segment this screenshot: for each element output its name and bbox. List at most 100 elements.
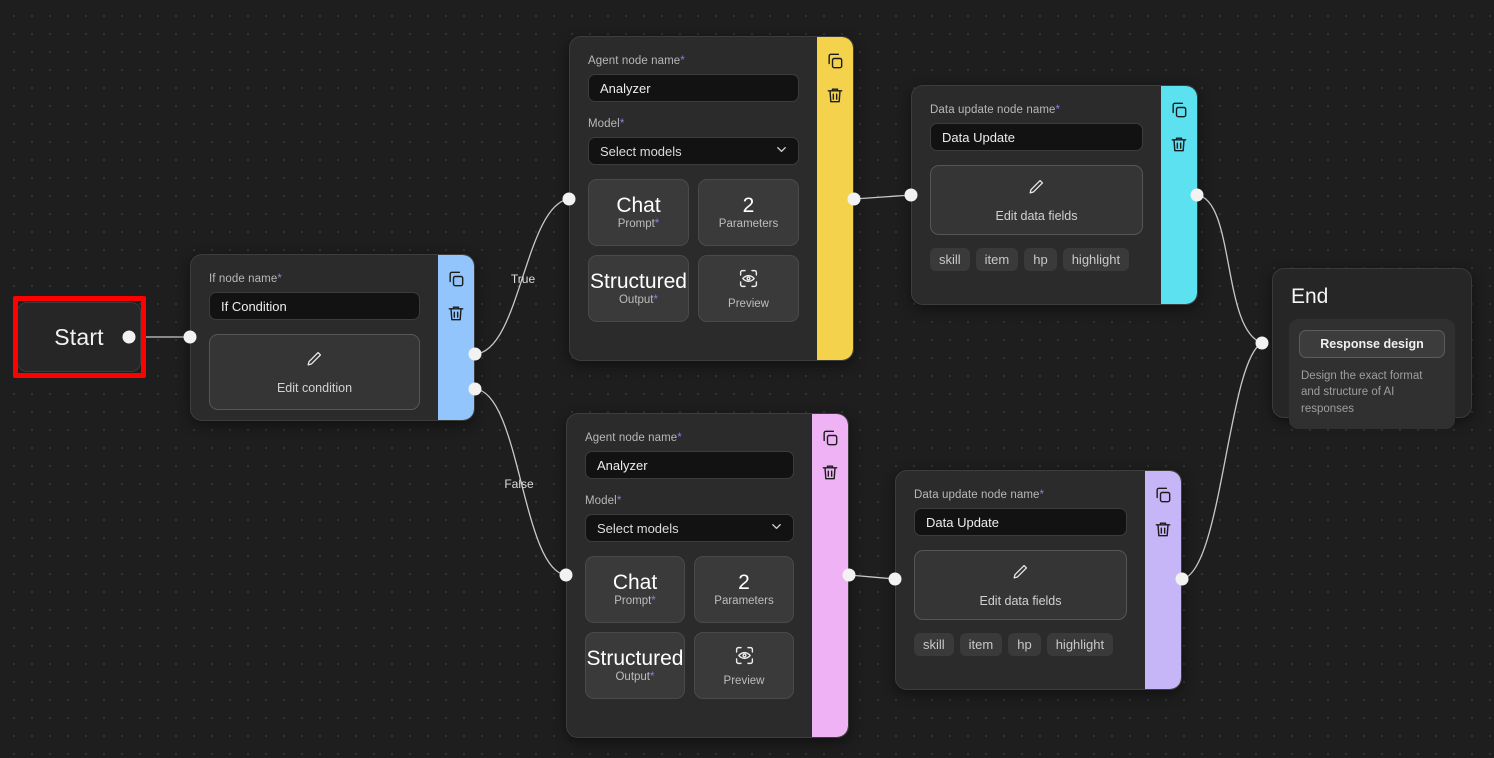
required-asterisk: * (616, 495, 622, 507)
trash-icon[interactable] (1153, 519, 1173, 539)
agent-node-bottom-toolbar (812, 414, 848, 737)
end-node-description: Design the exact format and structure of… (1301, 370, 1423, 415)
trash-icon[interactable] (1169, 134, 1189, 154)
chip-item[interactable]: skill (930, 248, 970, 271)
edge-label-true: True (510, 272, 536, 286)
required-asterisk: * (619, 118, 625, 130)
if-node-input-port[interactable] (183, 330, 197, 344)
agent-node-bottom-model-label: Model* (585, 495, 622, 507)
spacer (585, 479, 794, 495)
eye-scan-icon (738, 268, 759, 294)
agent-node-top-tiles: Chat Prompt* 2 Parameters Structured Out… (588, 179, 799, 322)
chip-item[interactable]: item (975, 248, 1019, 271)
agent-node-bottom-body: Agent node name* Analyzer Model* Select … (567, 414, 812, 737)
if-node-edit-condition-label: Edit condition (276, 381, 353, 395)
required-asterisk: * (1039, 489, 1045, 501)
required-asterisk: * (277, 273, 282, 285)
data-update-node-bottom-edit-label: Edit data fields (979, 594, 1062, 608)
agent-node-top-name-label: Agent node name* (588, 55, 685, 67)
chip-item[interactable]: hp (1024, 248, 1057, 271)
data-update-node-top-name-input[interactable]: Data Update (930, 123, 1143, 151)
data-update-node-top-input-port[interactable] (904, 188, 918, 202)
data-update-node-top[interactable]: Data update node name* Data Update Edit … (911, 85, 1198, 305)
copy-icon[interactable] (446, 269, 466, 289)
data-update-node-top-output-port[interactable] (1190, 188, 1204, 202)
end-node[interactable]: End Response design Design the exact for… (1272, 268, 1472, 429)
agent-node-top[interactable]: Agent node name* Analyzer Model* Select … (569, 36, 854, 361)
data-update-node-top-edit-button[interactable]: Edit data fields (930, 165, 1143, 235)
if-node-false-output-port[interactable] (468, 382, 482, 396)
if-node-name-input[interactable]: If Condition (209, 292, 420, 320)
agent-node-bottom-name-input[interactable]: Analyzer (585, 451, 794, 479)
agent-node-top-tile-parameters[interactable]: 2 Parameters (698, 179, 799, 246)
data-update-node-top-edit-label: Edit data fields (995, 209, 1078, 223)
trash-icon[interactable] (820, 462, 840, 482)
data-update-node-top-body: Data update node name* Data Update Edit … (912, 86, 1161, 304)
if-node-edit-condition-button[interactable]: Edit condition (209, 334, 420, 410)
required-asterisk: * (680, 55, 685, 67)
agent-node-top-toolbar (817, 37, 853, 360)
eye-scan-icon (734, 645, 755, 671)
pencil-icon (1011, 562, 1030, 586)
data-update-node-bottom-edit-button[interactable]: Edit data fields (914, 550, 1127, 620)
data-update-node-bottom-chips: skill item hp highlight (914, 633, 1127, 656)
agent-node-bottom-tile-prompt[interactable]: Chat Prompt* (585, 556, 685, 623)
chevron-down-icon (769, 519, 784, 537)
agent-node-top-tile-output[interactable]: Structured Output* (588, 255, 689, 322)
agent-node-bottom-input-port[interactable] (559, 568, 573, 582)
if-node-true-output-port[interactable] (468, 347, 482, 361)
data-update-node-bottom-input-port[interactable] (888, 572, 902, 586)
data-update-node-bottom-toolbar (1145, 471, 1181, 689)
chip-item[interactable]: highlight (1046, 633, 1114, 656)
data-update-node-bottom-name-input[interactable]: Data Update (914, 508, 1127, 536)
if-node-name-label: If node name* (209, 273, 282, 285)
agent-node-top-name-input[interactable]: Analyzer (588, 74, 799, 102)
pencil-icon (305, 349, 324, 373)
chevron-down-icon (774, 142, 789, 160)
agent-node-bottom-model-select[interactable]: Select models (585, 514, 794, 542)
agent-node-top-output-port[interactable] (847, 192, 861, 206)
response-design-button[interactable]: Response design (1299, 330, 1445, 358)
agent-node-top-model-label: Model* (588, 118, 625, 130)
if-node[interactable]: If node name* If Condition Edit conditio… (190, 254, 475, 421)
data-update-node-bottom[interactable]: Data update node name* Data Update Edit … (895, 470, 1182, 690)
data-update-node-top-name-label: Data update node name* (930, 104, 1061, 116)
chip-item[interactable]: hp (1008, 633, 1041, 656)
end-node-title: End (1291, 285, 1329, 308)
copy-icon[interactable] (825, 51, 845, 71)
agent-node-bottom-output-port[interactable] (842, 568, 856, 582)
chip-item[interactable]: highlight (1062, 248, 1130, 271)
agent-node-top-model-select[interactable]: Select models (588, 137, 799, 165)
agent-node-bottom-tile-preview[interactable]: Preview (694, 632, 794, 699)
agent-node-top-input-port[interactable] (562, 192, 576, 206)
agent-node-top-body: Agent node name* Analyzer Model* Select … (570, 37, 817, 360)
agent-node-bottom-tile-output[interactable]: Structured Output* (585, 632, 685, 699)
start-node-output-port[interactable] (122, 330, 136, 344)
data-update-node-top-chips: skill item hp highlight (930, 248, 1143, 271)
agent-node-top-tile-preview[interactable]: Preview (698, 255, 799, 322)
trash-icon[interactable] (825, 85, 845, 105)
if-node-toolbar (438, 255, 474, 420)
required-asterisk: * (677, 432, 682, 444)
chip-item[interactable]: skill (914, 633, 954, 656)
agent-node-bottom[interactable]: Agent node name* Analyzer Model* Select … (566, 413, 849, 738)
data-update-node-bottom-output-port[interactable] (1175, 572, 1189, 586)
if-node-body: If node name* If Condition Edit conditio… (191, 255, 438, 420)
copy-icon[interactable] (1169, 100, 1189, 120)
agent-node-bottom-name-label: Agent node name* (585, 432, 682, 444)
required-asterisk: * (1055, 104, 1061, 116)
agent-node-top-tile-prompt[interactable]: Chat Prompt* (588, 179, 689, 246)
end-node-panel: Response design Design the exact format … (1289, 319, 1455, 429)
agent-node-bottom-tiles: Chat Prompt* 2 Parameters Structured Out… (585, 556, 794, 699)
end-node-input-port[interactable] (1255, 336, 1269, 350)
trash-icon[interactable] (446, 303, 466, 323)
data-update-node-bottom-body: Data update node name* Data Update Edit … (896, 471, 1145, 689)
chip-item[interactable]: item (959, 633, 1003, 656)
copy-icon[interactable] (820, 428, 840, 448)
data-update-node-bottom-name-label: Data update node name* (914, 489, 1045, 501)
copy-icon[interactable] (1153, 485, 1173, 505)
agent-node-bottom-tile-parameters[interactable]: 2 Parameters (694, 556, 794, 623)
pencil-icon (1027, 177, 1046, 201)
start-node-label: Start (54, 323, 104, 350)
